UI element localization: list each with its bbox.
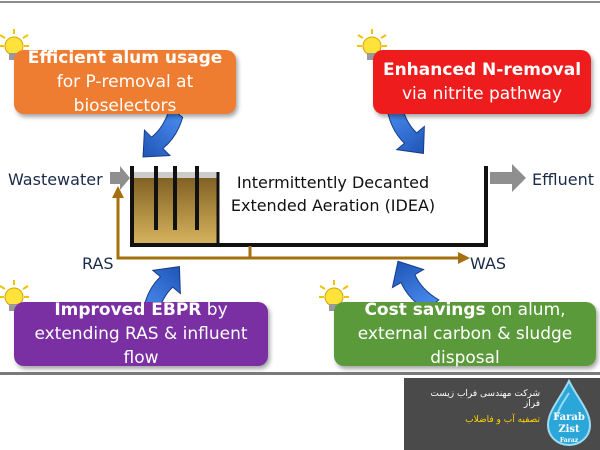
reactor-outline [130,166,488,247]
wastewater-label: Wastewater [8,170,103,189]
bottom-divider [0,372,600,375]
ras-arrowhead [112,186,124,198]
was-label: WAS [470,254,507,273]
callout-text: via nitrite pathway [401,84,563,104]
outlet-arrow [490,164,526,192]
callout-title: Cost savings [364,300,486,320]
company-name: شرکت مهندسی فراب زیست فراز [430,389,540,409]
alum-usage-callout: Efficient alum usage for P-removal at bi… [14,48,236,116]
cost-savings-callout: Cost savings on alum, external carbon & … [334,300,596,368]
company-tagline: تصفیه آب و فاضلاب [465,415,540,425]
top-divider [0,1,600,3]
callout-title: Efficient alum usage [27,48,223,68]
brand-line-2: Zist [558,424,580,435]
n-removal-callout: Enhanced N-removal via nitrite pathway [373,50,591,114]
callout-text: for P-removal at bioselectors [56,72,194,116]
blue-arrow-icon [142,106,184,158]
effluent-label: Effluent [532,170,594,189]
process-title: Intermittently Decanted Extended Aeratio… [228,171,438,217]
ras-label: RAS [82,254,114,273]
callout-text: by extending RAS & influent flow [34,300,248,368]
ebpr-callout: Improved EBPR by extending RAS & influen… [14,300,268,368]
water-drop-logo-icon [546,379,592,447]
callout-text: on alum, external carbon & sludge dispos… [357,300,573,368]
was-arrowhead [458,252,470,264]
brand-line-3: Faraz [559,437,579,444]
inlet-arrow [110,166,130,190]
sludge-pipes [116,192,460,260]
process-title-line1: Intermittently Decanted [236,173,430,192]
blue-arrow-icon [386,100,425,154]
brand-line-1: Farab [553,412,585,423]
callout-title: Enhanced N-removal [382,60,582,80]
lightbulb-icon [357,29,387,60]
baffles [154,166,199,230]
callout-title: Improved EBPR [54,300,202,320]
process-title-line2: Extended Aeration (IDEA) [230,196,436,215]
